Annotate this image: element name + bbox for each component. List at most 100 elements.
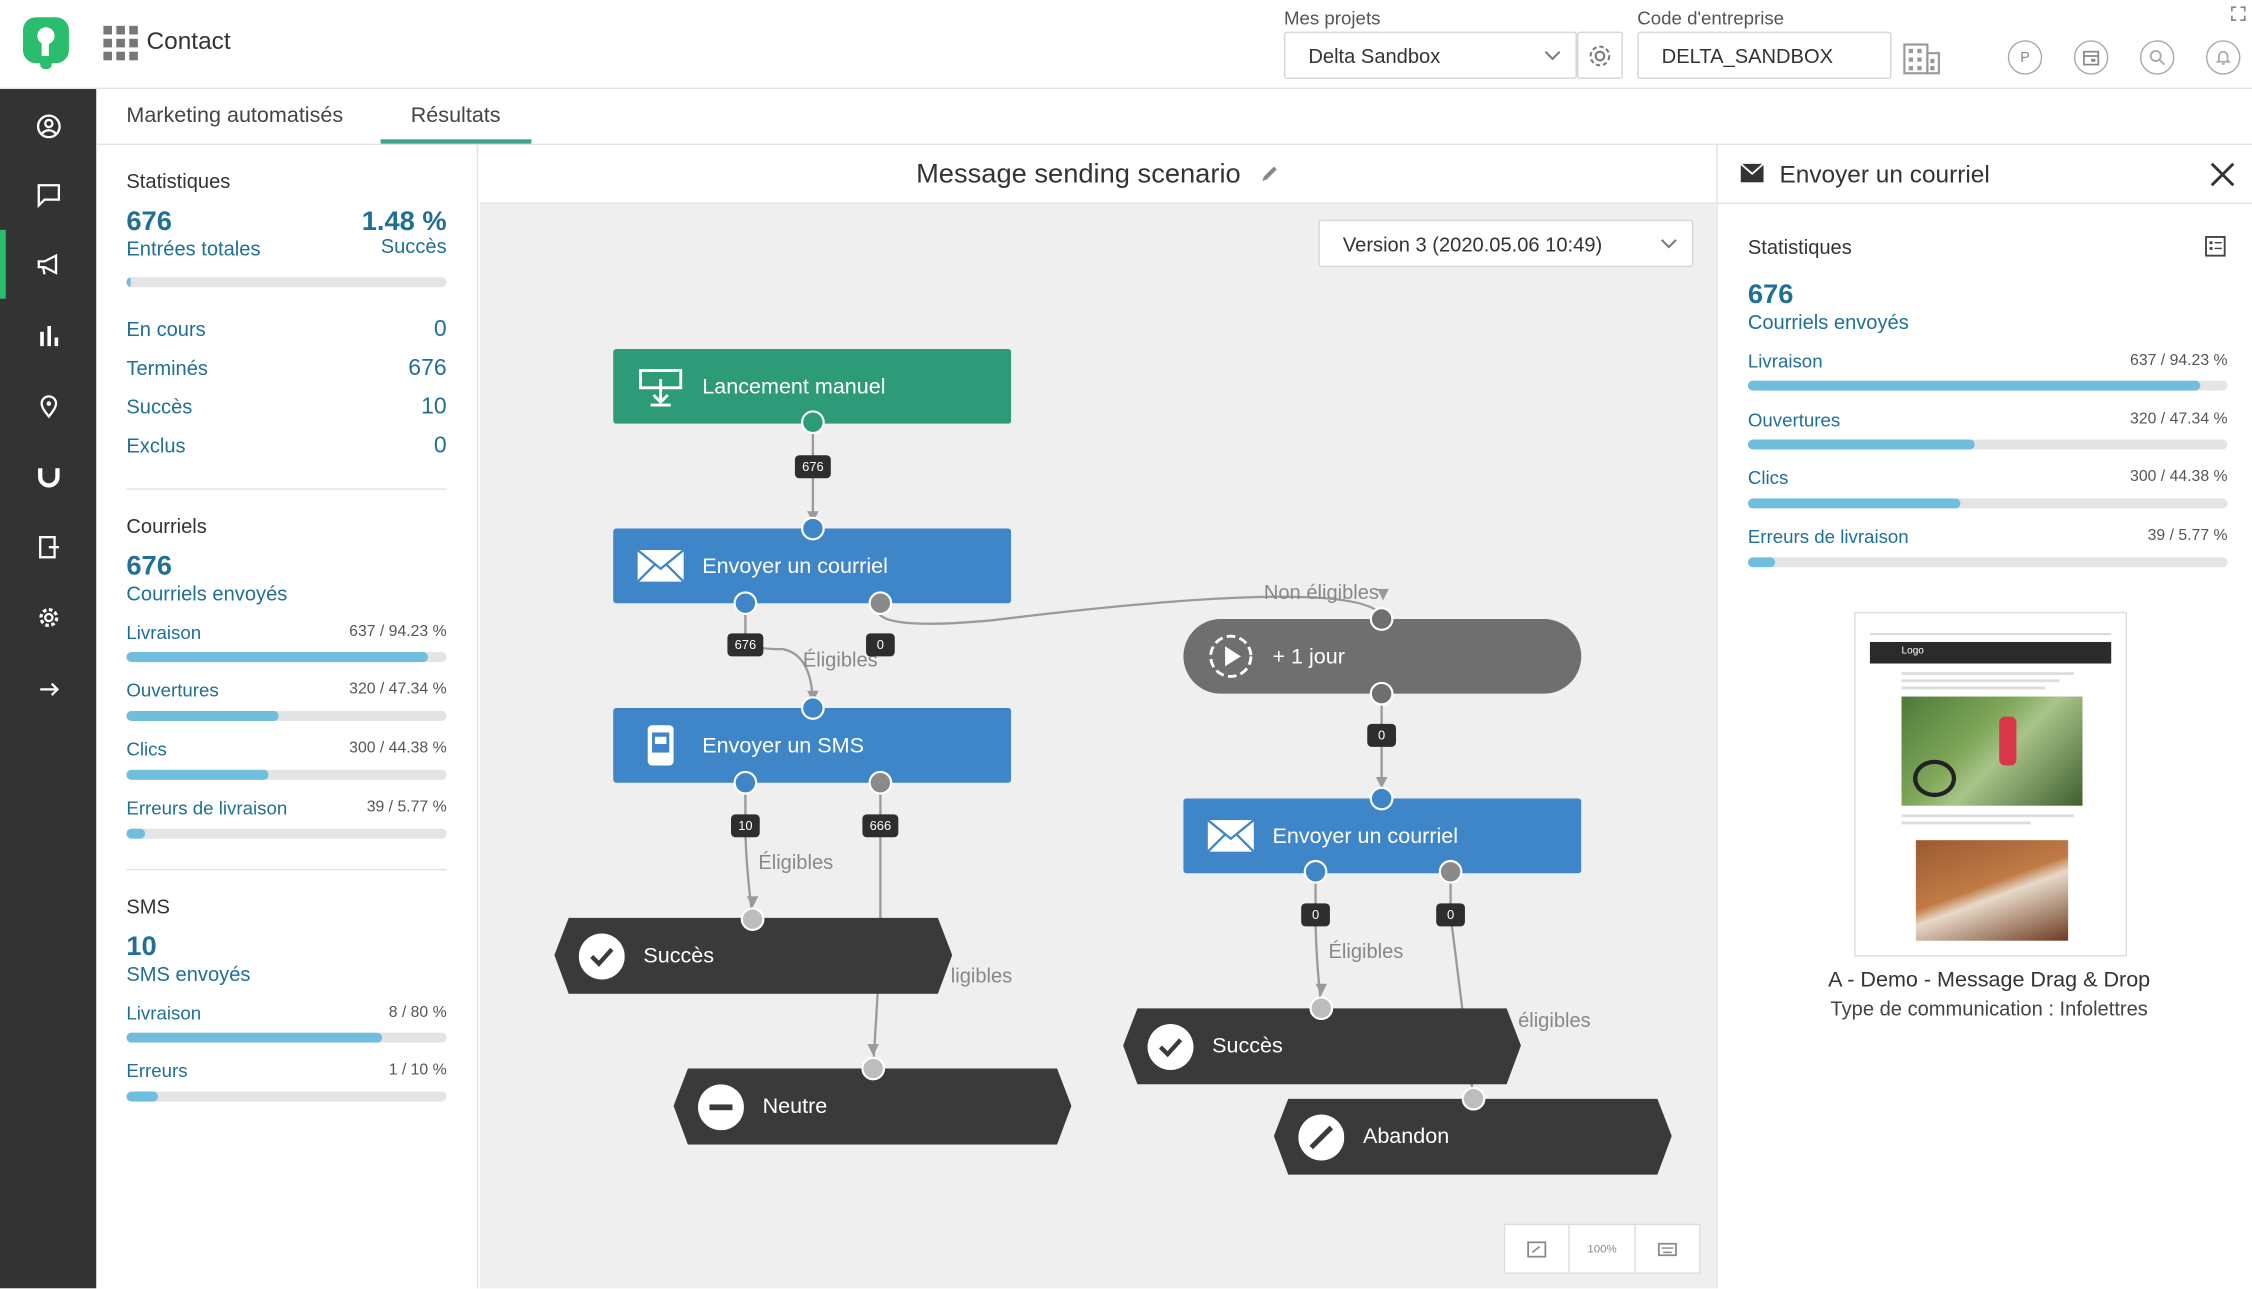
form-icon <box>38 535 59 559</box>
divider <box>126 488 447 490</box>
node-abandon[interactable]: Abandon <box>1274 1099 1672 1175</box>
rp-delivery-bar <box>1747 380 2228 391</box>
zoom-100-button[interactable]: 100% <box>1570 1225 1636 1273</box>
rp-bar-value: 300 / 44.38 % <box>2130 468 2228 486</box>
email-bar-label: Livraison <box>126 621 202 644</box>
scenario-title[interactable]: Message sending scenario <box>480 159 1717 191</box>
nav-messages[interactable] <box>0 161 96 230</box>
kv-value-in-progress: 0 <box>433 317 447 342</box>
success-bar <box>126 277 447 288</box>
success-label: Succès <box>380 234 447 258</box>
total-entries-value: 676 <box>126 206 172 237</box>
sidebar <box>0 89 97 1289</box>
fit-view-button[interactable] <box>1505 1225 1571 1273</box>
port-out <box>868 770 893 795</box>
minus-circle-icon <box>697 1083 744 1130</box>
keyboard-shortcuts-button[interactable] <box>1635 1225 1699 1272</box>
thumb-photo-park <box>1901 696 2083 806</box>
sms-delivery-bar <box>126 1032 447 1043</box>
nav-campaigns[interactable] <box>0 229 96 299</box>
port-in <box>861 1056 886 1081</box>
rp-errors-bar <box>1747 557 2228 568</box>
nav-forms[interactable] <box>0 513 96 582</box>
edge-label-not-eligible: éligibles <box>1518 1008 1591 1032</box>
port-in <box>1369 786 1394 811</box>
building-icon[interactable] <box>1903 40 1940 75</box>
scenario-header: Message sending scenario <box>479 145 1717 204</box>
node-send-email-2[interactable]: Envoyer un courriel <box>1183 798 1582 874</box>
magnet-icon <box>37 468 59 488</box>
search-icon[interactable] <box>2139 40 2175 75</box>
node-success-1-shape <box>554 917 953 994</box>
port-out <box>1303 859 1328 884</box>
nav-contacts[interactable] <box>0 92 96 161</box>
chat-icon <box>36 184 60 209</box>
stats-title: Statistiques <box>1747 235 1852 259</box>
project-settings-button[interactable] <box>1576 31 1623 79</box>
port-in <box>1369 607 1394 631</box>
projects-label: Mes projets <box>1283 7 1381 29</box>
node-label: Envoyer un courriel <box>1272 823 1459 849</box>
rp-opens-bar <box>1747 439 2228 450</box>
sms-bar-value: 1 / 10 % <box>388 1061 447 1079</box>
node-wait-1-day[interactable]: + 1 jour <box>1183 619 1582 694</box>
kv-label-success: Succès <box>126 394 193 418</box>
success-pct-value: 1.48 % <box>361 206 447 237</box>
thumb-logo-text: Logo <box>1901 646 1924 657</box>
project-select[interactable]: Delta Sandbox <box>1283 31 1577 79</box>
pencil-icon[interactable] <box>1260 164 1280 184</box>
fit-view-icon <box>1527 1240 1547 1257</box>
port-out <box>1369 681 1394 706</box>
sms-bar-value: 8 / 80 % <box>388 1003 447 1022</box>
company-code-field[interactable]: DELTA_SANDBOX <box>1637 31 1892 79</box>
bar-fill <box>126 710 278 721</box>
rp-clicks-bar <box>1747 498 2228 509</box>
template-type: Type de communication : Infolettres <box>1830 996 2148 1020</box>
nav-settings[interactable] <box>0 583 96 652</box>
node-send-email-1[interactable]: Envoyer un courriel <box>613 528 1012 604</box>
port-out <box>868 591 893 616</box>
node-neutral[interactable]: Neutre <box>674 1069 1072 1145</box>
kv-value-completed: 676 <box>408 356 447 381</box>
bell-icon[interactable] <box>2206 40 2241 75</box>
scenario-title-text: Message sending scenario <box>916 159 1241 190</box>
panel-title: Envoyer un courriel <box>1779 160 1990 189</box>
node-manual-launch[interactable]: Lancement manuel <box>613 348 1012 424</box>
kv-value-success: 10 <box>421 394 447 420</box>
fullscreen-icon[interactable] <box>2230 6 2246 22</box>
edge-label-eligible: Éligibles <box>802 647 878 671</box>
count-badge: 10 <box>731 814 760 838</box>
template-name: A - Demo - Message Drag & Drop <box>1828 967 2151 993</box>
sent-value: 676 <box>1747 280 1794 311</box>
nav-analytics[interactable] <box>0 302 96 371</box>
edge-label-eligible: Éligibles <box>1328 939 1404 963</box>
thumb-text-line <box>1901 814 2074 818</box>
tab-results[interactable]: Résultats <box>410 103 501 128</box>
rp-bar-label: Erreurs de livraison <box>1747 525 1909 548</box>
divider <box>126 868 447 871</box>
profile-avatar[interactable]: P <box>2007 40 2043 75</box>
report-icon[interactable] <box>2205 236 2227 258</box>
nav-logout[interactable] <box>0 655 96 724</box>
apps-grid-icon[interactable] <box>103 25 138 61</box>
version-select[interactable]: Version 3 (2020.05.06 10:49) <box>1318 219 1694 268</box>
port-in <box>801 696 825 720</box>
email-bar-value: 39 / 5.77 % <box>366 798 447 816</box>
thumb-text-line <box>1901 679 2060 683</box>
template-thumbnail[interactable]: Logo <box>1854 611 2128 957</box>
node-send-sms[interactable]: Envoyer un SMS <box>613 708 1012 783</box>
nav-loyalty[interactable] <box>0 442 96 511</box>
tab-automated-marketing[interactable]: Marketing automatisés <box>126 103 344 128</box>
nav-locations[interactable] <box>0 372 96 441</box>
calendar-icon[interactable] <box>2073 40 2109 75</box>
sms-title: SMS <box>126 894 170 918</box>
node-success-2[interactable]: Succès <box>1123 1008 1521 1084</box>
chevron-down-icon <box>1660 239 1677 249</box>
node-success-1[interactable]: Succès <box>554 918 952 994</box>
app-title: Contact <box>146 27 231 55</box>
brand-logo-icon[interactable] <box>20 14 75 71</box>
node-label: Envoyer un courriel <box>702 553 888 579</box>
close-icon[interactable] <box>2210 162 2235 187</box>
email-bar-label: Erreurs de livraison <box>126 797 288 819</box>
